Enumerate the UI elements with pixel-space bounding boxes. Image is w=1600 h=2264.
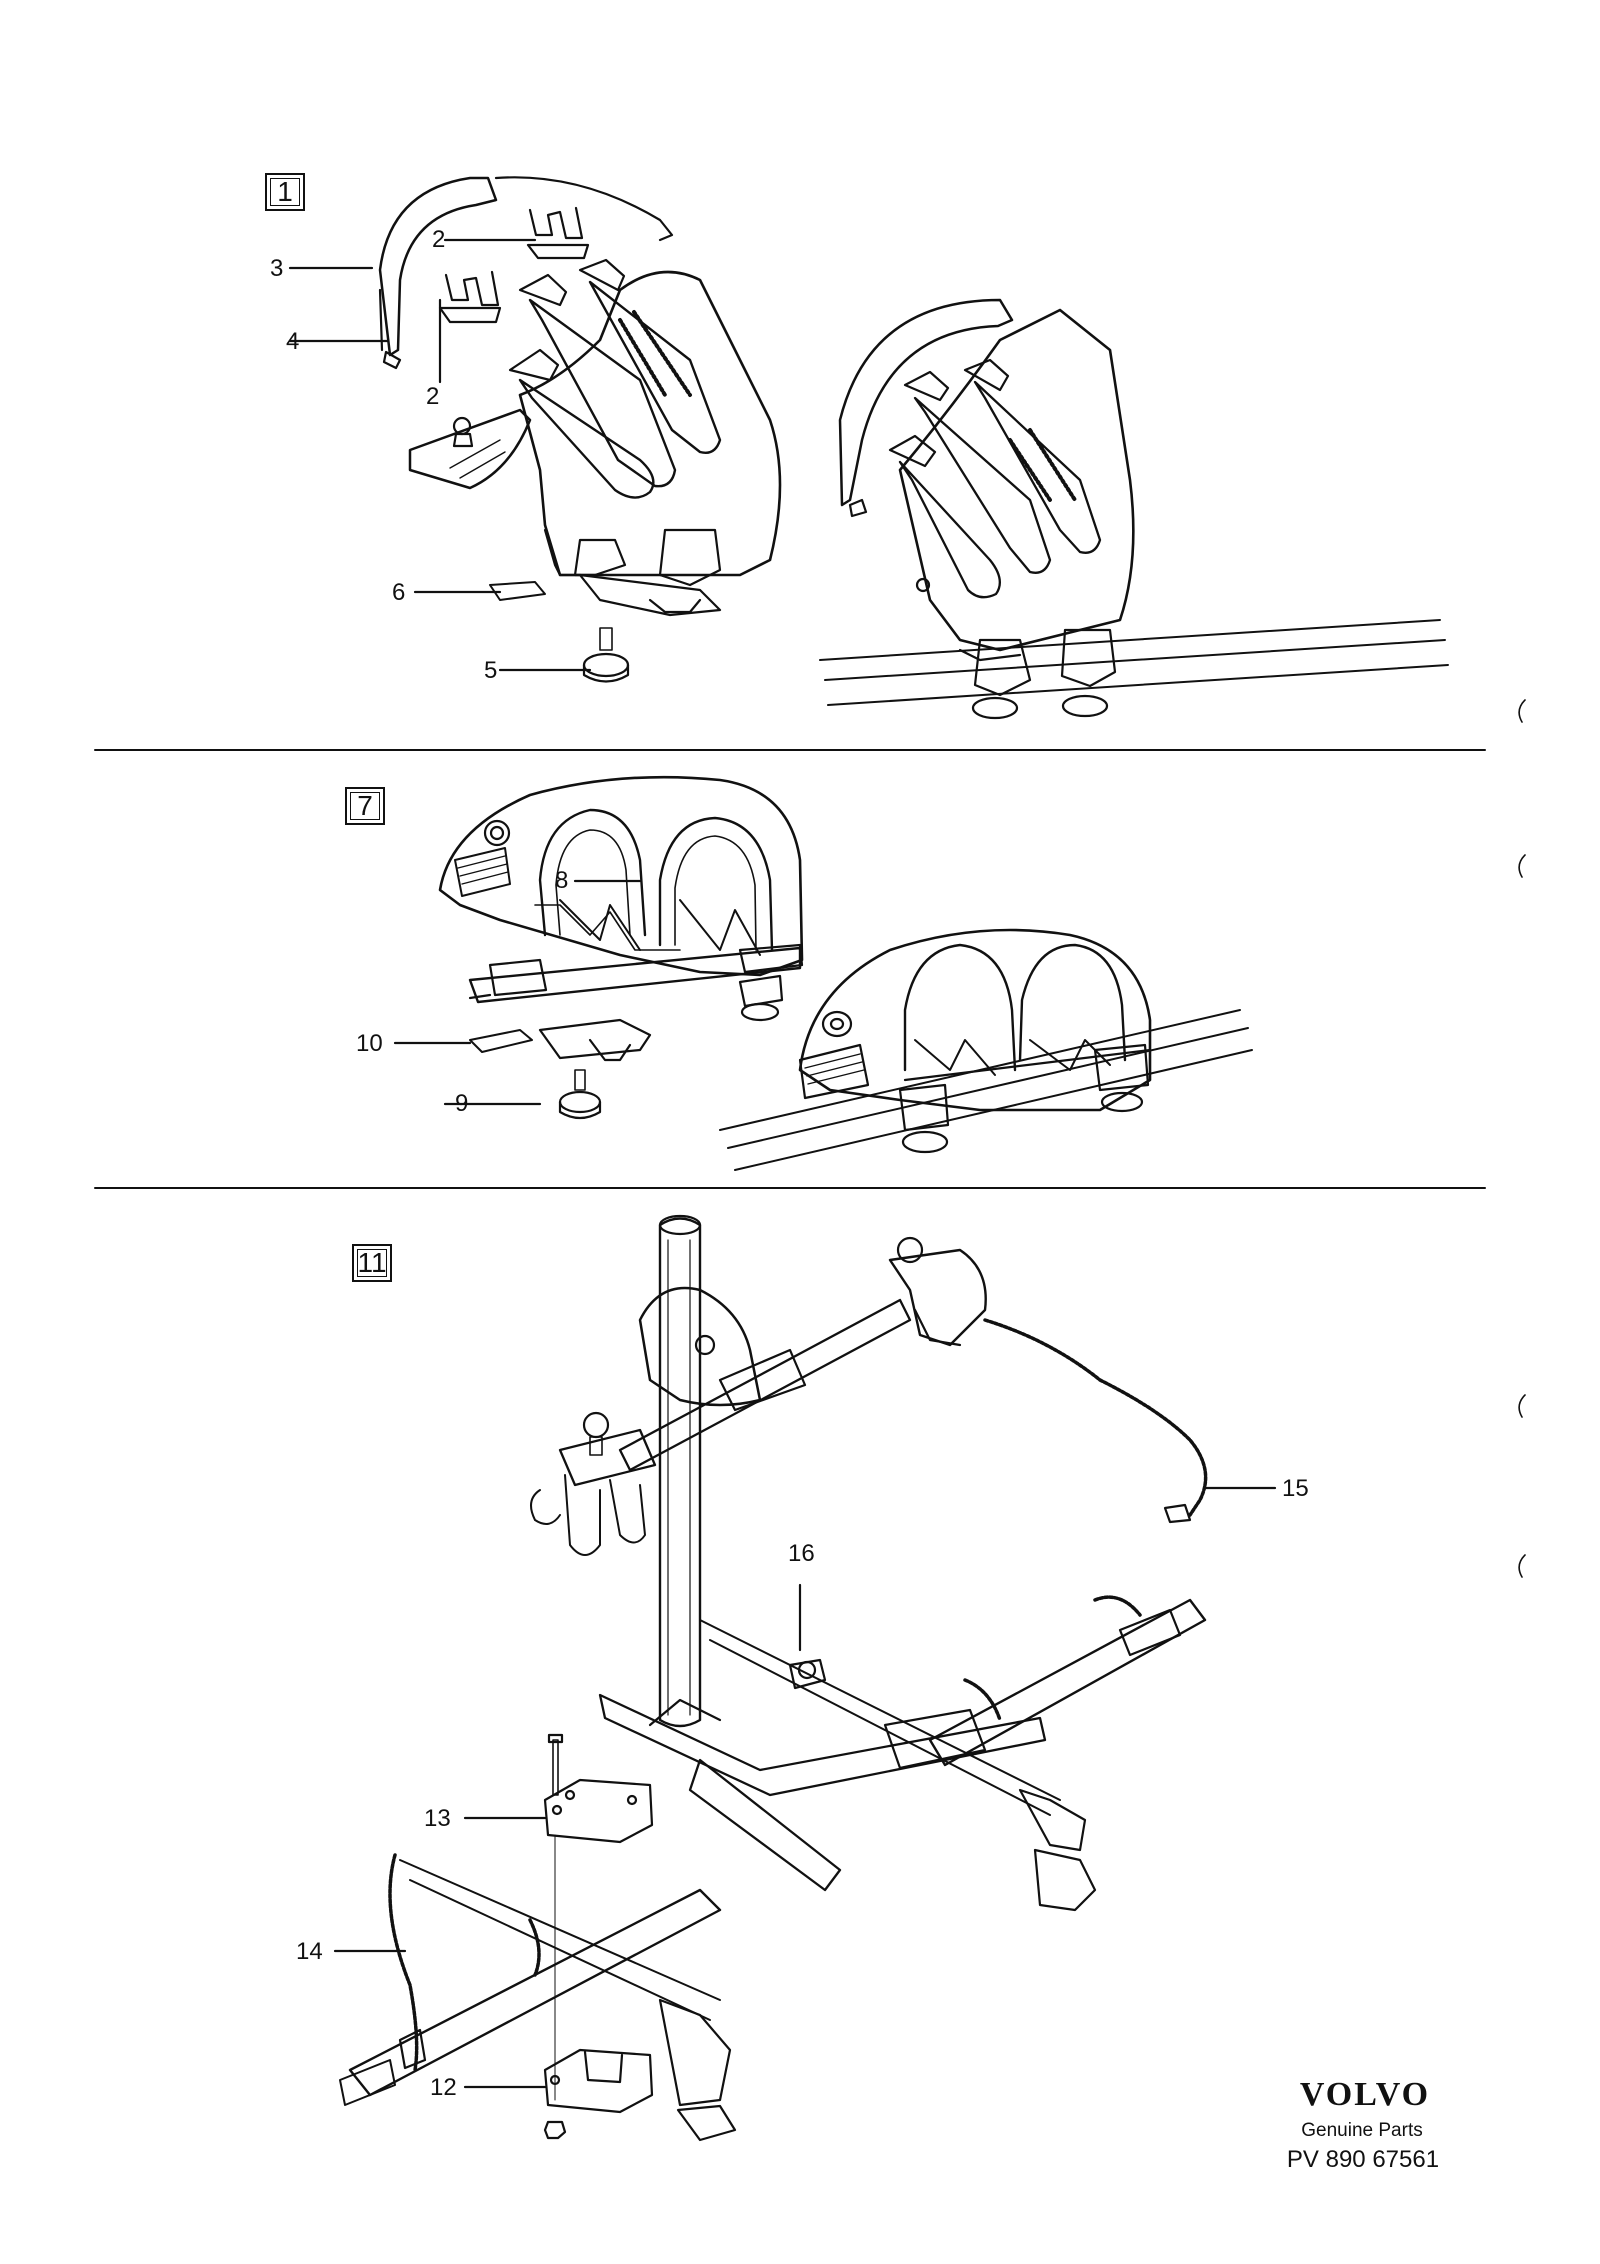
group-label-1: 1 [265, 173, 305, 211]
ski-holder-assembled [819, 298, 1449, 720]
ski-holder-exploded [288, 176, 782, 683]
callout-13: 13 [424, 1805, 451, 1832]
callout-16: 16 [788, 1540, 815, 1567]
wheel-holder-exploded [393, 775, 804, 1120]
callout-2: 2 [426, 383, 440, 410]
margin-marks [1518, 699, 1526, 1578]
bicycle-holder-assembly [333, 1214, 1277, 2142]
callout-5: 5 [484, 657, 498, 684]
group-label-11: 11 [352, 1244, 392, 1282]
callout-8: 8 [555, 867, 569, 894]
callout-2: 2 [432, 226, 446, 253]
publication-number: PV 890 67561 [1286, 2146, 1440, 2173]
wheel-holder-assembled [719, 928, 1253, 1171]
callout-10: 10 [356, 1030, 383, 1057]
callout-9: 9 [455, 1090, 469, 1117]
brand-logo: VOLVO [1299, 2076, 1431, 2113]
callout-3: 3 [270, 255, 284, 282]
callout-4: 4 [286, 328, 300, 355]
callout-6: 6 [392, 579, 406, 606]
group-label-7: 7 [345, 787, 385, 825]
callout-14: 14 [296, 1938, 323, 1965]
callout-12: 12 [430, 2074, 457, 2101]
callout-15: 15 [1282, 1475, 1309, 1502]
brand-subtitle: Genuine Parts [1301, 2120, 1423, 2141]
